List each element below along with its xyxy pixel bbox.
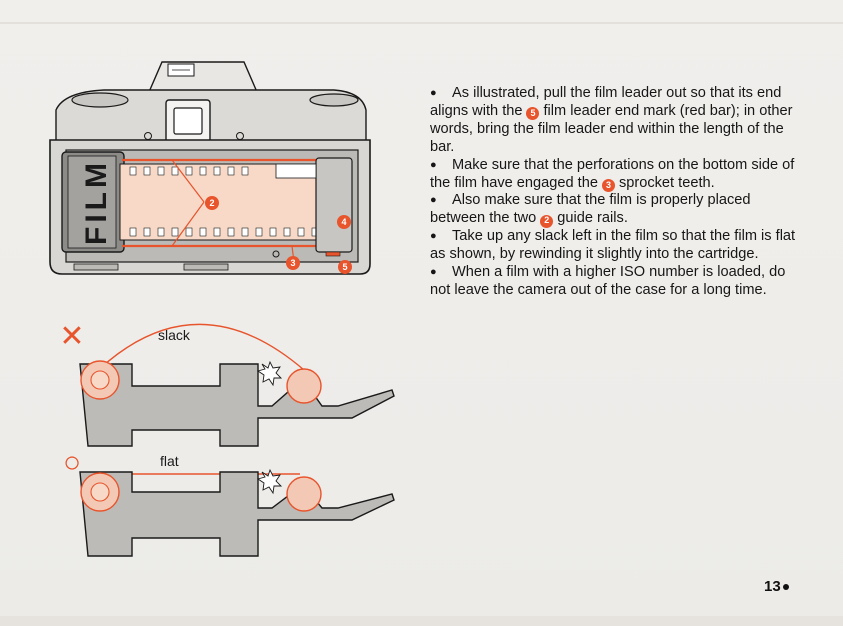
bullet: ● [430,158,437,171]
slack-example: ✕ slack [59,320,395,447]
instruction-perforations: ●Make sure that the perforations on the … [430,156,795,192]
marker-5: 5 [338,260,352,274]
instruction-align-leader: ●As illustrated, pull the film leader ou… [430,85,793,155]
slack-label: slack [158,327,191,343]
instruction-take-up-slack: ●Take up any slack left in the film so t… [430,228,796,263]
page-number: 13 [764,578,789,595]
flat-label: flat [160,453,179,469]
instruction-high-iso: ●When a film with a higher ISO number is… [430,264,786,298]
film-slack-flat-diagram: ✕ slack ○ flat [59,320,395,557]
flat-symbol: ○ [63,446,81,479]
bottom-bleed-strip [0,616,843,626]
top-bleed-strip [0,22,843,24]
slack-symbol: ✕ [59,320,84,353]
bullet: ● [430,194,437,207]
marker-2-inline: 2 [540,214,554,228]
svg-text:3: 3 [290,258,295,268]
film-cartridge-label: FILM [80,159,113,245]
marker-5-inline: 5 [526,107,540,121]
marker-3-inline: 3 [601,178,615,192]
svg-text:5: 5 [342,262,347,272]
bullet: ● [430,230,437,243]
svg-text:2: 2 [209,198,214,208]
marker-4: 4 [337,215,351,229]
instruction-guide-rails: ●Also make sure that the film is properl… [430,192,751,228]
marker-2-upper: 2 [205,196,219,210]
camera-back-illustration: FILM 2 4 3 5 [49,61,371,275]
svg-text:4: 4 [341,217,346,227]
page-number-dot [782,583,789,590]
bullet: ● [430,266,437,279]
marker-3: 3 [286,256,300,270]
instruction-text: ●As illustrated, pull the film leader ou… [430,85,802,300]
bullet: ● [430,87,437,99]
flat-example: ○ flat [63,446,395,557]
